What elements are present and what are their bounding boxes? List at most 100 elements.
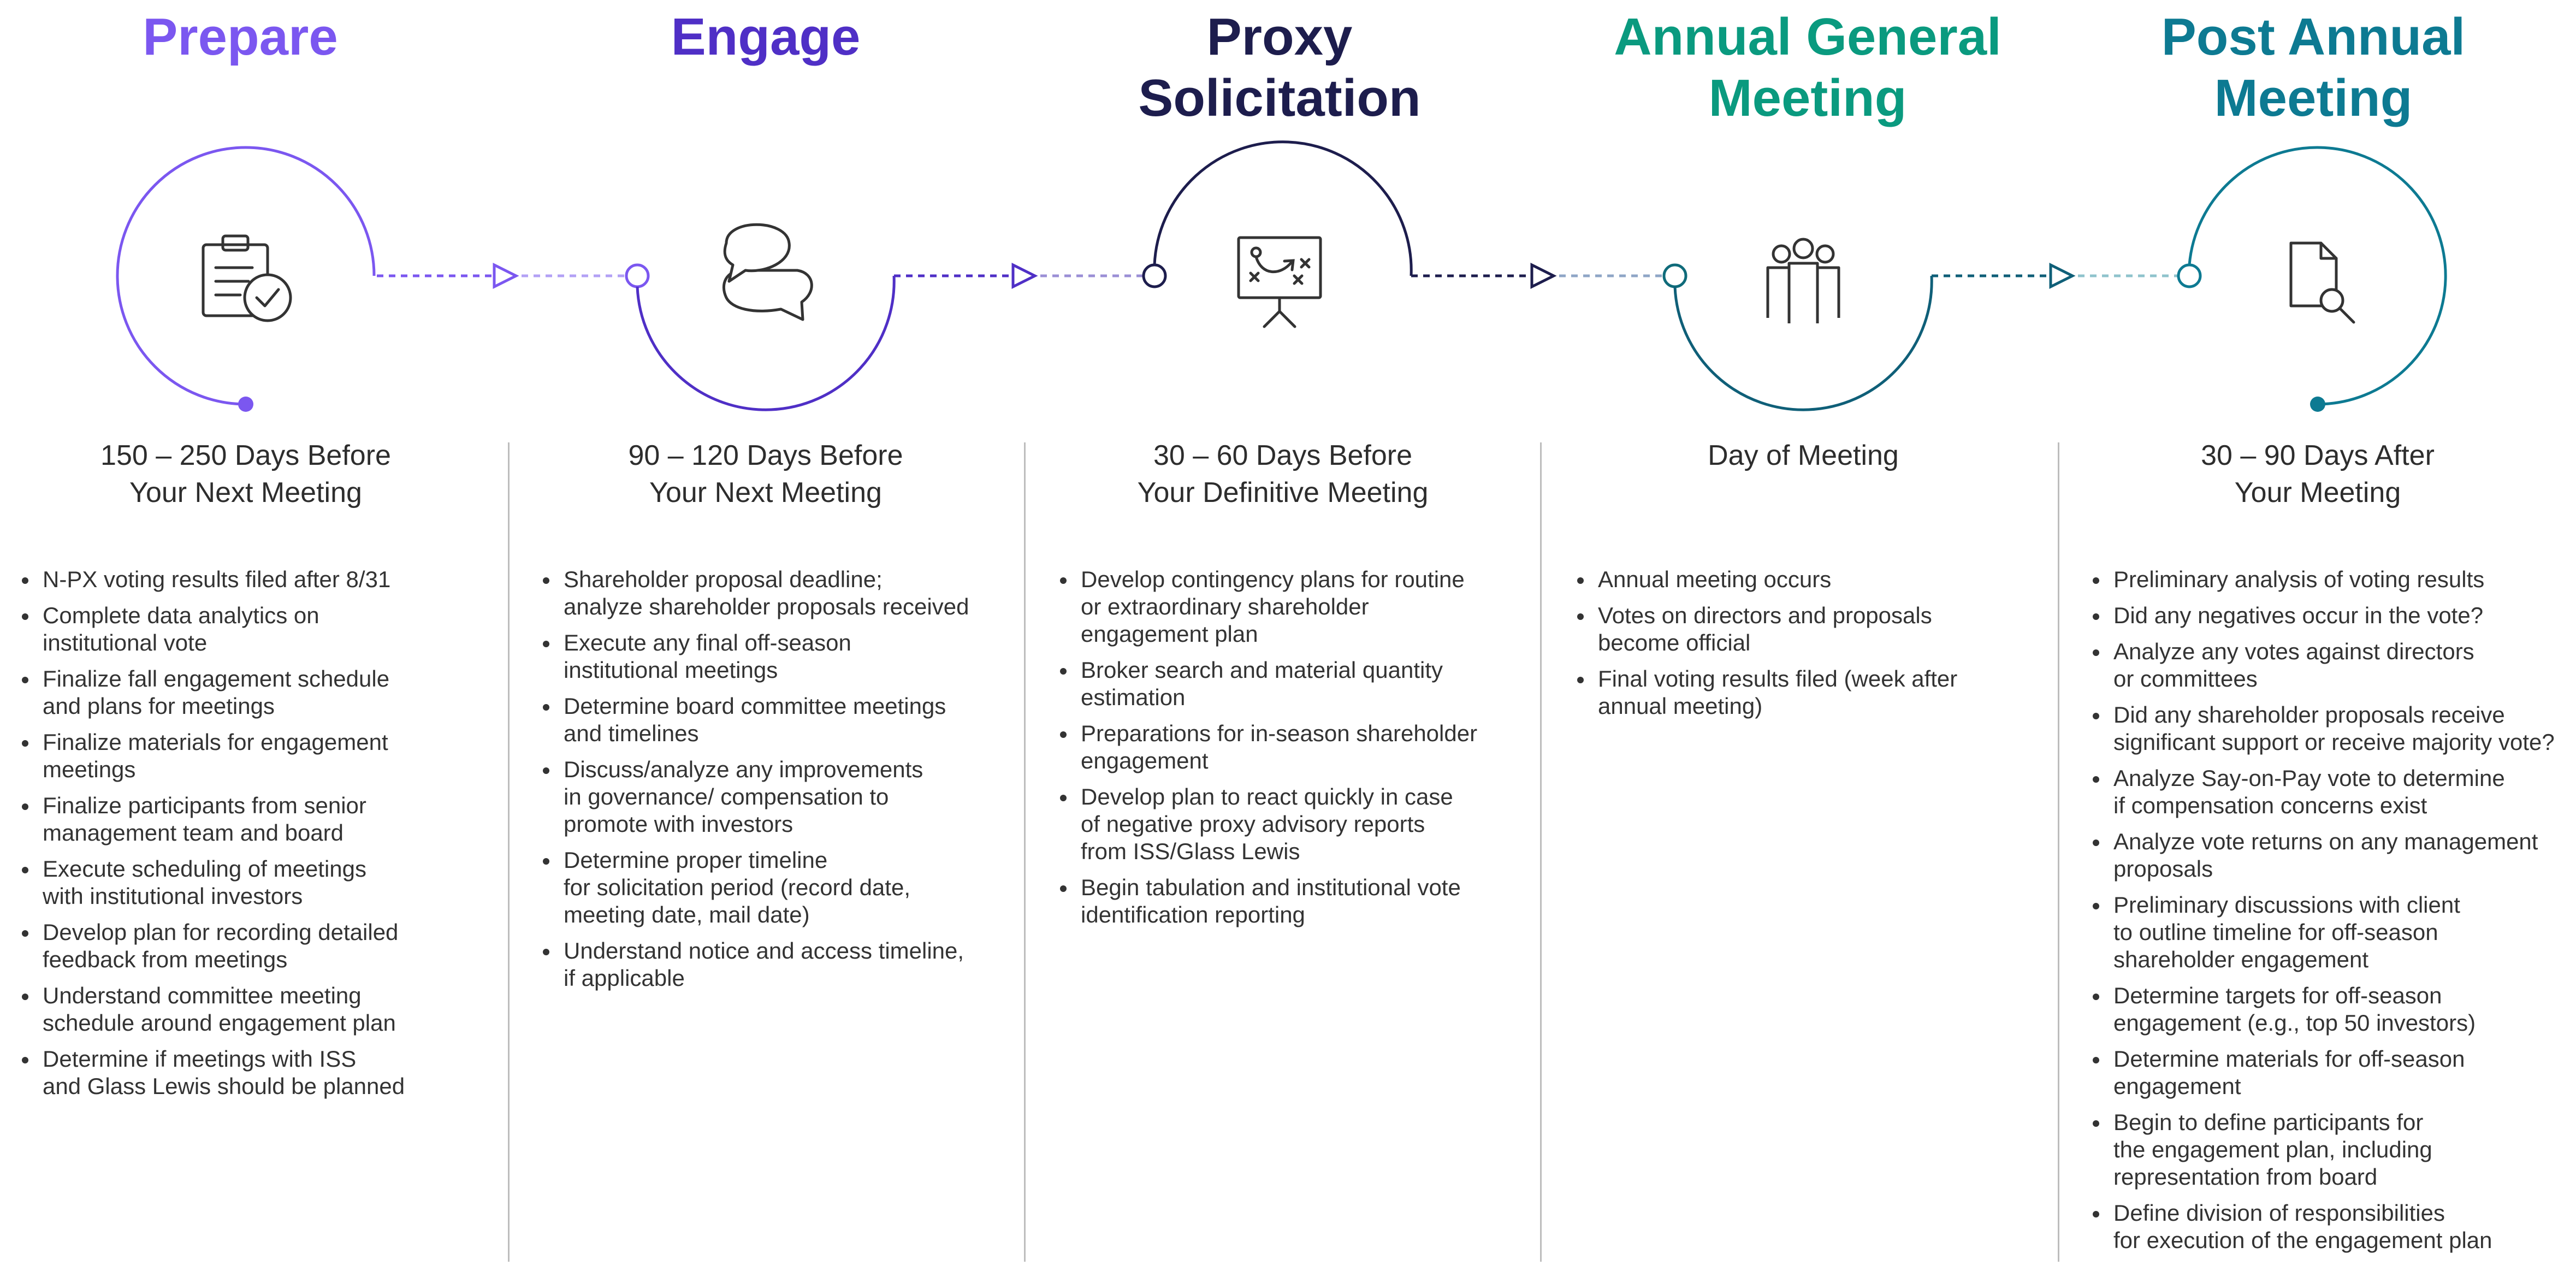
timing-line: Your Next Meeting (649, 477, 882, 509)
task-item-line: with institutional investors (43, 883, 303, 909)
task-item-line: Votes on directors and proposals (1598, 602, 1932, 628)
post-arc (2188, 146, 2447, 406)
post-start-node (2177, 263, 2202, 288)
timing-line: Day of Meeting (1708, 440, 1899, 471)
timing-engage: 90 – 120 Days Before Your Next Meeting (542, 437, 990, 511)
task-item-line: representation from board (2113, 1164, 2378, 1190)
task-item-line: engagement (1081, 748, 1209, 773)
task-item-line: Finalize participants from senior (43, 793, 366, 818)
task-list-engage: Shareholder proposal deadline;analyze sh… (541, 566, 1010, 1001)
task-item-line: shareholder engagement (2113, 947, 2369, 972)
task-item-line: or committees (2113, 666, 2258, 691)
annual-arc (1673, 275, 1933, 411)
task-item: Did any negatives occur in the vote? (2091, 602, 2571, 629)
task-item-line: Define division of responsibilities (2113, 1200, 2445, 1226)
task-item-line: analyze shareholder proposals received (564, 594, 969, 619)
phase-title-post-annual-meeting: Post Annual Meeting (2095, 7, 2532, 129)
annual-start-node (1662, 263, 1687, 288)
task-item-line: Complete data analytics on (43, 602, 319, 628)
task-item-line: identification reporting (1081, 902, 1305, 927)
task-item: Preliminary analysis of voting results (2091, 566, 2571, 593)
task-item-line: significant support or receive majority … (2113, 729, 2555, 755)
task-item-line: Determine targets for off-season (2113, 983, 2442, 1008)
people-group-icon (1766, 238, 1840, 323)
phase-title-prepare: Prepare (143, 8, 338, 66)
task-item-line: if applicable (564, 965, 685, 991)
task-item-line: Analyze Say-on-Pay vote to determine (2113, 765, 2505, 791)
task-item-line: meetings (43, 756, 136, 782)
task-item: Shareholder proposal deadline;analyze sh… (541, 566, 1010, 620)
task-item-line: Discuss/analyze any improvements (564, 756, 923, 782)
task-item-line: Understand notice and access timeline, (564, 938, 964, 963)
column-divider (1540, 442, 1542, 1262)
task-item: Annual meeting occurs (1575, 566, 2045, 593)
task-item-line: Determine proper timeline (564, 847, 828, 873)
prepare-arc (116, 146, 376, 406)
task-item-line: and Glass Lewis should be planned (43, 1073, 405, 1099)
task-item-line: Final voting results filed (week after (1598, 666, 1958, 691)
post-end-dot (2310, 397, 2325, 412)
timing-annual-general-meeting: Day of Meeting (1579, 437, 2027, 474)
timing-line: 30 – 90 Days After (2201, 440, 2435, 471)
task-item-line: if compensation concerns exist (2113, 793, 2427, 818)
phase-title-line: Meeting (2214, 69, 2413, 127)
task-item-line: institutional vote (43, 630, 208, 655)
column-divider (508, 442, 510, 1262)
timing-line: Your Meeting (2234, 477, 2401, 509)
speech-bubbles-icon (723, 223, 813, 321)
task-item-line: Analyze any votes against directors (2113, 639, 2474, 664)
task-item-line: N-PX voting results filed after 8/31 (43, 566, 391, 592)
timing-line: Your Definitive Meeting (1137, 477, 1429, 509)
task-item-line: Understand committee meeting (43, 983, 362, 1008)
task-item-line: Develop plan to react quickly in case (1081, 784, 1453, 809)
task-item-line: Analyze vote returns on any management (2113, 829, 2538, 854)
engage-arc (636, 275, 896, 411)
proxy-arc (1153, 140, 1413, 276)
prepare-start-dot (238, 397, 253, 412)
phase-title-line: Meeting (1708, 69, 1907, 127)
task-item-line: proposals (2113, 856, 2213, 882)
task-item-line: promote with investors (564, 811, 793, 837)
timing-line: 90 – 120 Days Before (628, 440, 903, 471)
task-item-line: and plans for meetings (43, 693, 275, 719)
arrow-annual-post (2049, 262, 2076, 289)
task-item-line: Finalize fall engagement schedule (43, 666, 390, 691)
task-item-line: Determine board committee meetings (564, 693, 946, 719)
task-item-line: institutional meetings (564, 657, 778, 683)
proxy-start-node (1142, 263, 1167, 288)
task-item-line: or extraordinary shareholder (1081, 594, 1369, 619)
task-item-line: Determine materials for off-season (2113, 1046, 2465, 1072)
timing-line: 150 – 250 Days Before (100, 440, 391, 471)
task-item-line: to outline timeline for off-season (2113, 919, 2438, 945)
task-item-line: Begin to define participants for (2113, 1109, 2424, 1135)
timing-prepare: 150 – 250 Days Before Your Next Meeting (22, 437, 470, 511)
task-item-line: become official (1598, 630, 1751, 655)
task-item-line: and timelines (564, 720, 699, 746)
task-item-line: schedule around engagement plan (43, 1010, 396, 1036)
phase-title-proxy-solicitation: Proxy Solicitation (1138, 8, 1421, 127)
task-item-line: for execution of the engagement plan (2113, 1227, 2492, 1253)
arrow-engage-proxy (1011, 262, 1038, 289)
task-item-line: Annual meeting occurs (1598, 566, 1832, 592)
column-divider (2058, 442, 2059, 1262)
task-item-line: Preparations for in-season shareholder (1081, 720, 1478, 746)
